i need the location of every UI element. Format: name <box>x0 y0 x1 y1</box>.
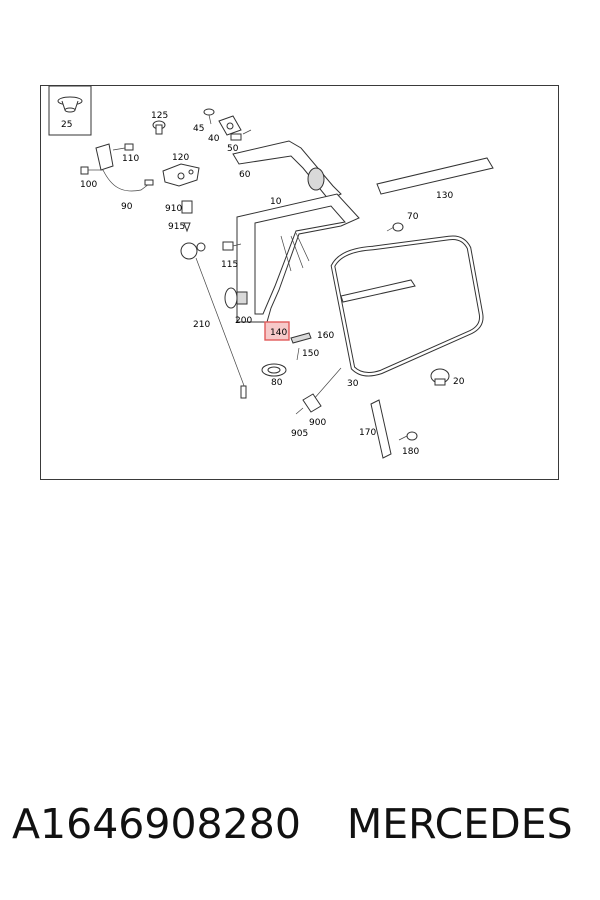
part-210-regulator-rod[interactable] <box>180 242 247 399</box>
part-25-nut[interactable] <box>57 96 83 113</box>
part-130-trim[interactable] <box>376 157 494 195</box>
label-30: 30 <box>347 379 359 389</box>
part-80-grommet[interactable] <box>261 363 287 377</box>
label-900: 900 <box>309 418 326 428</box>
part-110-bracket[interactable] <box>95 143 134 171</box>
label-60: 60 <box>239 170 251 180</box>
part-50-clip[interactable] <box>230 129 252 141</box>
part-160-clip[interactable] <box>290 332 312 344</box>
part-90-cable[interactable] <box>102 169 154 192</box>
part-40-washer[interactable] <box>218 115 242 136</box>
part-70-screw[interactable] <box>386 222 404 232</box>
part-45-screw[interactable] <box>203 108 215 125</box>
label-140: 140 <box>270 328 287 338</box>
footer-caption: A1646908280 MERCEDES <box>12 800 592 860</box>
label-915: 915 <box>168 222 185 232</box>
diagram-frame: 25 125 45 40 50 60 <box>40 85 559 480</box>
inset-box-25 <box>48 86 92 136</box>
label-100: 100 <box>80 180 97 190</box>
label-905: 905 <box>291 429 308 439</box>
label-125: 125 <box>151 111 168 121</box>
label-180: 180 <box>402 447 419 457</box>
label-910: 910 <box>165 204 182 214</box>
part-20-knob[interactable] <box>430 368 450 386</box>
part-140-highlighted[interactable]: 140 <box>264 321 290 341</box>
label-210: 210 <box>193 320 210 330</box>
part-915-clip[interactable] <box>183 222 191 233</box>
part-number-text: A1646908280 <box>12 800 301 848</box>
label-120: 120 <box>172 153 189 163</box>
label-90: 90 <box>121 202 133 212</box>
label-40: 40 <box>208 134 220 144</box>
part-10-side-window[interactable] <box>236 193 360 323</box>
part-900-sensor[interactable] <box>295 393 322 415</box>
label-10: 10 <box>270 197 282 207</box>
label-20: 20 <box>453 377 465 387</box>
part-100-screw[interactable] <box>80 166 103 175</box>
part-120-lock[interactable] <box>162 163 200 187</box>
label-25: 25 <box>61 120 72 130</box>
part-60-seal-strip[interactable] <box>232 140 342 201</box>
part-125-bolt[interactable] <box>152 120 166 135</box>
label-70: 70 <box>407 212 419 222</box>
label-200: 200 <box>235 316 252 326</box>
part-150-pin[interactable] <box>296 347 300 361</box>
label-170: 170 <box>359 428 376 438</box>
label-45: 45 <box>193 124 204 134</box>
label-80: 80 <box>271 378 283 388</box>
label-130: 130 <box>436 191 453 201</box>
part-170-strip[interactable] <box>370 399 392 459</box>
part-910-cap[interactable] <box>181 200 193 214</box>
part-180-screw[interactable] <box>398 431 418 441</box>
part-200-motor[interactable] <box>224 287 248 309</box>
label-110: 110 <box>122 154 139 164</box>
label-115: 115 <box>221 260 238 270</box>
label-50: 50 <box>227 144 239 154</box>
part-30-frame-seal[interactable] <box>312 235 484 401</box>
brand-name-text: MERCEDES <box>346 800 573 848</box>
parts-diagram: 25 125 45 40 50 60 <box>48 86 494 459</box>
label-160: 160 <box>317 331 334 341</box>
label-150: 150 <box>302 349 319 359</box>
part-115-bolt[interactable] <box>222 241 242 251</box>
